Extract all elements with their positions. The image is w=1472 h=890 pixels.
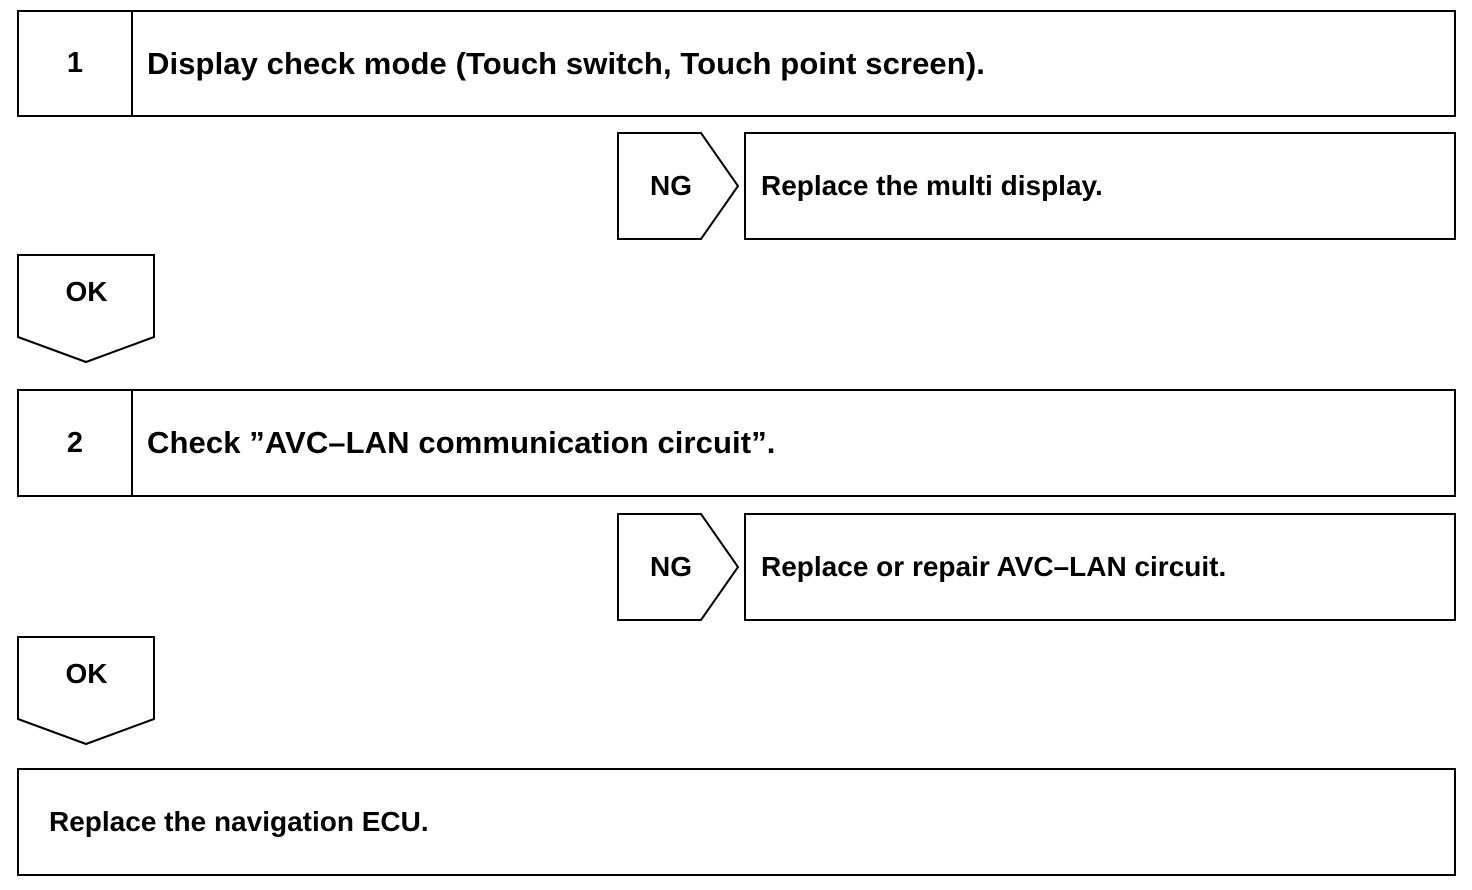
step-2-ng-result-text: Replace or repair AVC–LAN circuit. — [761, 551, 1227, 582]
ng-arrow-shape — [617, 132, 740, 240]
step-2-ng-label: NG — [650, 551, 692, 582]
final-action-text: Replace the navigation ECU. — [49, 806, 429, 837]
step-2-ng-result-box: Replace or repair AVC–LAN circuit. — [744, 513, 1456, 621]
ok-arrow-shape — [17, 254, 155, 364]
step-1-text: Display check mode (Touch switch, Touch … — [147, 45, 985, 81]
step-2-ng-tag: NG — [617, 513, 741, 621]
step-1-number: 1 — [19, 12, 133, 115]
ng-arrow-shape — [617, 513, 740, 621]
step-1-ng-result-box: Replace the multi display. — [744, 132, 1456, 240]
final-action-box: Replace the navigation ECU. — [17, 768, 1456, 876]
step-1-ng-result-text: Replace the multi display. — [761, 170, 1103, 201]
step-1-ok-label: OK — [65, 276, 108, 307]
step-1-ng-tag: NG — [617, 132, 741, 240]
step-2-ok-label: OK — [65, 658, 108, 689]
step-2-number: 2 — [19, 391, 133, 495]
step-2-text: Check ”AVC–LAN communication circuit”. — [147, 425, 776, 460]
step-2-ok-tag: OK — [17, 636, 156, 746]
step-1-ok-tag: OK — [17, 254, 156, 364]
step-1-box: 1 Display check mode (Touch switch, Touc… — [17, 10, 1456, 117]
step-2-box: 2 Check ”AVC–LAN communication circuit”. — [17, 389, 1456, 497]
step-1-ng-label: NG — [650, 170, 692, 201]
ok-arrow-shape — [17, 636, 155, 746]
